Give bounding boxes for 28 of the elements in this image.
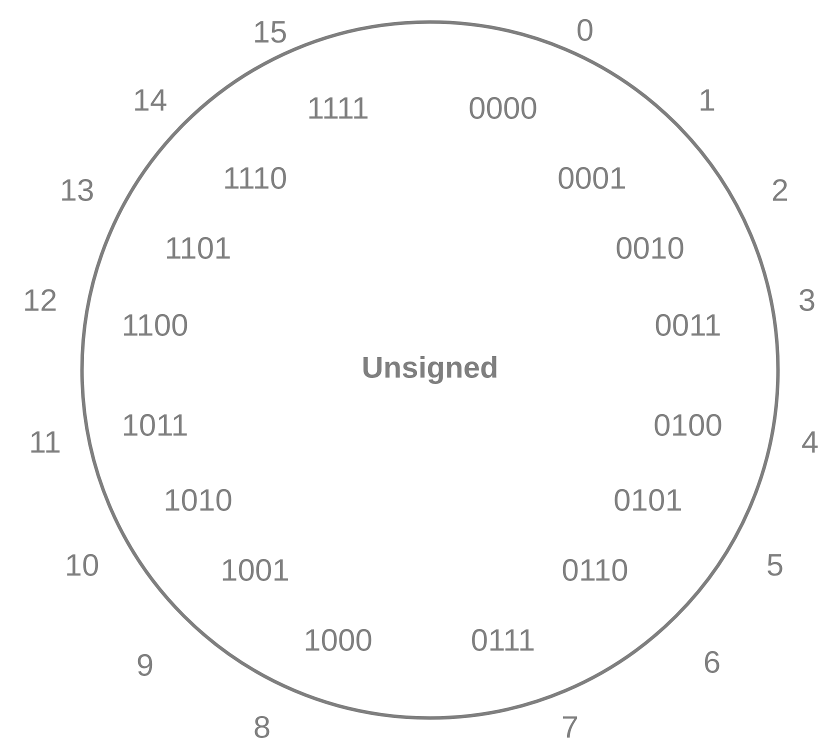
outer-number: 6 — [704, 651, 720, 673]
binary-code: 0011 — [656, 314, 720, 336]
outer-number: 9 — [138, 654, 152, 676]
outer-number: 1 — [700, 89, 714, 111]
outer-number: 15 — [255, 21, 286, 43]
outer-number: 0 — [578, 19, 592, 41]
outer-number: 14 — [135, 89, 166, 111]
binary-code: 1110 — [225, 167, 286, 189]
binary-code: 0101 — [614, 489, 681, 511]
binary-code: 1100 — [124, 314, 188, 336]
binary-code: 0110 — [562, 559, 628, 581]
binary-code: 1010 — [166, 489, 232, 511]
outer-number: 5 — [768, 554, 782, 576]
outer-number: 2 — [772, 179, 788, 201]
binary-code: 1101 — [167, 237, 230, 259]
binary-code: 1111 — [309, 97, 368, 119]
outer-number: 13 — [62, 179, 93, 201]
binary-code: 0100 — [654, 414, 722, 436]
outer-number: 7 — [562, 716, 578, 738]
binary-code: 0001 — [558, 167, 625, 189]
binary-code: 1000 — [306, 629, 372, 651]
outer-number: 10 — [67, 554, 98, 576]
binary-code: 1001 — [222, 559, 288, 581]
binary-code: 0111 — [472, 629, 534, 651]
binary-code: 0000 — [470, 97, 536, 119]
outer-number: 8 — [254, 716, 270, 738]
binary-code: 1011 — [124, 414, 187, 436]
binary-code: 0010 — [616, 237, 684, 259]
